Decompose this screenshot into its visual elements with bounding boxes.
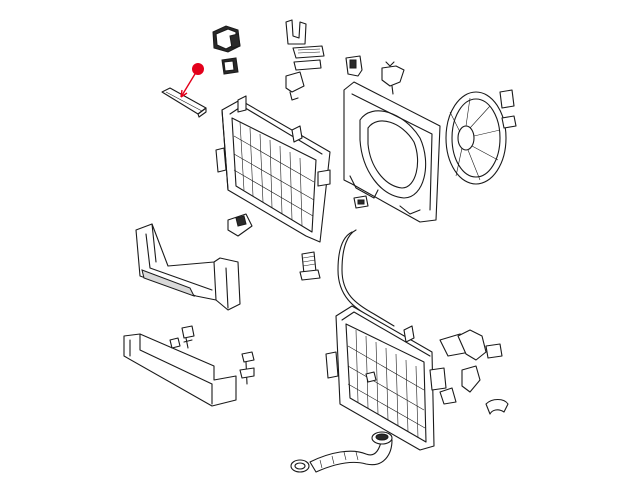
retainer-bracket[interactable] <box>285 19 325 101</box>
bolts[interactable] <box>169 325 255 385</box>
fan-blade[interactable] <box>445 89 517 185</box>
lower-bracket[interactable] <box>123 333 237 407</box>
clip-small[interactable] <box>221 57 239 75</box>
reservoir-cap[interactable] <box>371 431 393 445</box>
lower-radiator[interactable] <box>325 305 447 451</box>
fan-clip[interactable] <box>227 213 253 237</box>
drain-plug[interactable] <box>299 251 321 281</box>
upper-mount-grommet[interactable] <box>212 25 241 53</box>
hose-clamp[interactable] <box>290 459 310 473</box>
callout-marker[interactable] <box>192 63 204 75</box>
highlighted-rod-part[interactable] <box>161 87 207 118</box>
upper-radiator[interactable] <box>215 95 331 243</box>
outlet-fittings[interactable] <box>439 329 509 415</box>
air-duct-panel[interactable] <box>135 223 241 311</box>
mount-screw[interactable] <box>353 195 369 209</box>
fan-shroud[interactable] <box>343 81 441 223</box>
radiator-shroud-clip[interactable] <box>345 55 405 95</box>
